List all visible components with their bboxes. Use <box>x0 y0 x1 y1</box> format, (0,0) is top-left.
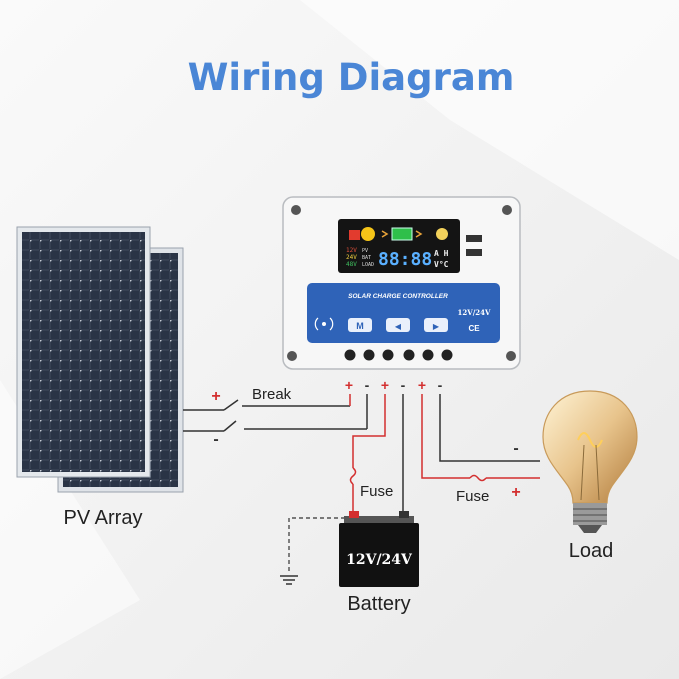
load-label: Load <box>569 540 614 562</box>
lcd-tag-bat: BAT <box>362 255 371 261</box>
lcd-tag-pv: PV <box>362 248 368 254</box>
ground-icon <box>280 575 298 585</box>
battery-fuse-icon <box>349 467 357 485</box>
load-negative-terminal-label: - <box>438 377 443 393</box>
battery-fuse-label: Fuse <box>360 483 393 500</box>
lamp-icon <box>436 228 448 240</box>
battery-label: Battery <box>347 593 410 615</box>
warning-icon <box>349 230 360 240</box>
terminal-row <box>344 349 453 361</box>
flow-arrow-icon <box>381 230 423 238</box>
screw-icon <box>287 351 297 361</box>
page-title: Wiring Diagram <box>188 56 515 99</box>
lcd-volt-12: 12V <box>346 247 357 254</box>
lcd-unit-ah: A H <box>434 249 449 258</box>
pv-positive-label: + <box>211 388 220 405</box>
ground-wire <box>288 517 345 574</box>
lcd-volt-48: 48V <box>346 261 357 268</box>
battery-status-icon <box>391 227 413 241</box>
right-arrow-icon: ▶ <box>433 322 440 331</box>
load-wires <box>421 394 540 482</box>
mode-button-label: M <box>356 321 364 331</box>
lcd-tag-load: LOAD <box>362 262 374 268</box>
screw-icon <box>291 205 301 215</box>
battery-negative-terminal-label: - <box>401 377 406 393</box>
load-positive-terminal-label: + <box>418 377 426 393</box>
screw-icon <box>502 205 512 215</box>
pv-wires <box>183 394 368 432</box>
pv-positive-terminal-label: + <box>345 377 353 393</box>
usb-port-icon <box>466 235 482 242</box>
pv-array-label: PV Array <box>64 507 143 529</box>
load-negative-label: - <box>513 440 518 457</box>
battery: 12V/24V <box>339 511 419 587</box>
load-fuse-label: Fuse <box>456 488 489 505</box>
background-facet <box>300 0 679 260</box>
left-arrow-icon: ◀ <box>395 322 402 331</box>
left-button[interactable] <box>386 318 410 332</box>
lcd-reading: 88:88 <box>378 249 432 270</box>
light-bulb-icon <box>542 390 638 533</box>
lcd-unit-temp: V°C <box>434 260 449 269</box>
break-switch-icon <box>223 399 239 411</box>
controller-name: SOLAR CHARGE CONTROLLER <box>348 293 448 300</box>
lcd-volt-24: 24V <box>346 254 357 261</box>
battery-negative-post <box>399 511 409 518</box>
load-fuse-icon <box>469 474 487 482</box>
usb-port-icon <box>466 249 482 256</box>
break-label: Break <box>252 386 292 403</box>
battery-positive-terminal-label: + <box>381 377 389 393</box>
signal-icon <box>314 317 334 331</box>
break-switch-icon <box>223 420 237 432</box>
pv-negative-terminal-label: - <box>365 377 370 393</box>
load-positive-label: + <box>511 484 520 501</box>
pv-negative-label: - <box>213 431 218 448</box>
controller-voltage-badge: 12V/24V <box>458 308 491 317</box>
sun-icon <box>361 227 375 241</box>
battery-wires <box>280 394 404 585</box>
ce-mark: CE <box>468 324 480 333</box>
battery-positive-post <box>349 511 359 518</box>
mode-button[interactable] <box>348 318 372 332</box>
pv-panel-front <box>16 226 151 478</box>
charge-controller: 12V 24V 48V PV BAT LOAD 88:88 A H V°C SO… <box>282 196 521 370</box>
right-button[interactable] <box>424 318 448 332</box>
screw-icon <box>506 351 516 361</box>
battery-voltage: 12V/24V <box>346 552 413 568</box>
